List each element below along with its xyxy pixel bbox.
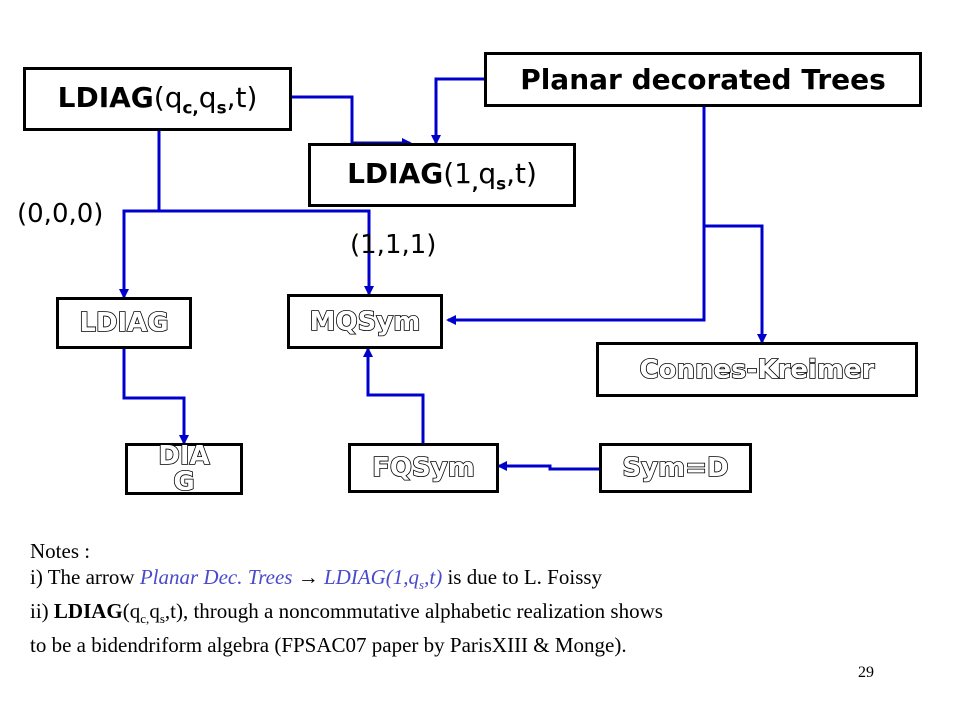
- node-ldiag-1-qs-t: LDIAG(1,qs,t): [308, 143, 576, 207]
- arrow-symd-to-fqsym: [497, 461, 599, 471]
- node-connes-kreimer: Connes-Kreimer: [596, 342, 918, 397]
- ldiag-label: LDIAG: [79, 308, 170, 338]
- node-diag: DIAG: [125, 441, 243, 497]
- arrow-ldiagqc-to-ldiag1: [290, 95, 412, 148]
- node-ldiag: LDIAG: [56, 297, 192, 349]
- label-one: (1,1,1): [350, 230, 437, 260]
- connes-kreimer-label: Connes-Kreimer: [639, 354, 876, 386]
- page-number: 29: [858, 664, 874, 681]
- planar-label: Planar decorated Trees: [520, 63, 886, 96]
- arrow-ldiag-to-diag: [122, 349, 189, 445]
- notes-line-3: to be a bidendriform algebra (FPSAC07 pa…: [30, 633, 627, 658]
- notes-line-1: i) The arrow Planar Dec. Trees → LDIAG(1…: [30, 565, 603, 593]
- notes-title: Notes :: [30, 539, 91, 563]
- arrow-planar-to-connes: [704, 224, 767, 344]
- node-mqsym: MQSym: [287, 294, 443, 349]
- notes: Notes : i) The arrow Planar Dec. Trees →…: [30, 538, 930, 658]
- node-sym-d: Sym=D: [599, 443, 752, 493]
- diag-label: DIAG: [157, 441, 210, 497]
- fqsym-label: FQSym: [371, 452, 475, 484]
- notes-line-2: ii) LDIAG(qc,qs,t), through a noncommuta…: [30, 599, 663, 627]
- node-fqsym: FQSym: [348, 443, 499, 493]
- node-ldiag-qc-qs-t: LDIAG(qc,qs,t): [23, 67, 292, 131]
- sym-d-label: Sym=D: [622, 452, 730, 484]
- arrow-ldiagqc-to-ldiag: [119, 131, 161, 299]
- arrow-fqsym-to-mqsym: [363, 347, 425, 443]
- arrow-planar-to-ldiag1: [431, 77, 484, 145]
- mqsym-label: MQSym: [309, 306, 421, 338]
- arrow-ldiagqc-to-mqsym: [159, 209, 374, 296]
- arrow-planar-to-mqsym: [446, 106, 706, 325]
- node-planar-decorated-trees: Planar decorated Trees: [484, 52, 922, 107]
- label-zero: (0,0,0): [17, 199, 104, 229]
